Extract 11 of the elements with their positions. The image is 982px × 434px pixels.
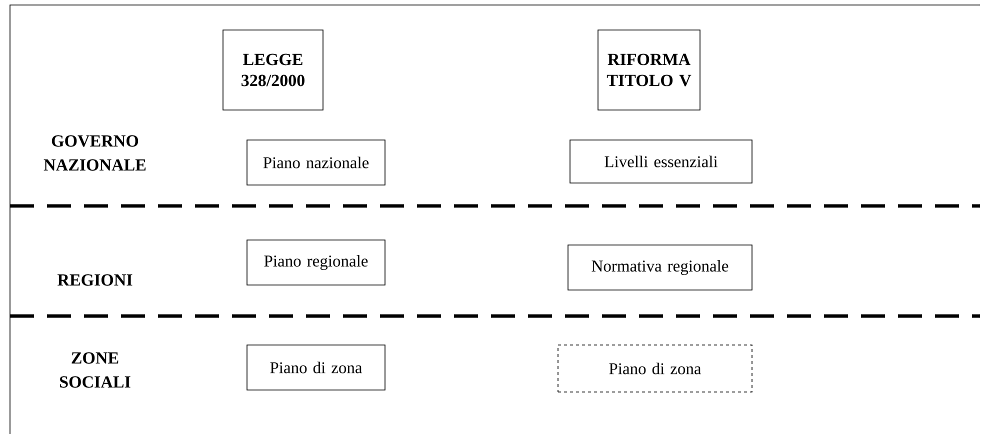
- text-box: RIFORMA TITOLO V: [598, 30, 700, 110]
- text-box: Piano nazionale: [246, 140, 386, 186]
- row-label: REGIONI: [58, 274, 132, 286]
- row-label: ZONE SOCIALI: [60, 352, 130, 388]
- text-box: Piano regionale: [246, 240, 386, 286]
- row-label: GOVERNO NAZIONALE: [44, 135, 146, 171]
- text-box: LEGGE 328/2000: [222, 30, 324, 110]
- text-box: Piano di zona: [558, 344, 752, 392]
- text-box: Piano di zona: [246, 344, 386, 390]
- text-box: Normativa regionale: [568, 244, 752, 290]
- text-box: Livelli essenziali: [570, 140, 752, 184]
